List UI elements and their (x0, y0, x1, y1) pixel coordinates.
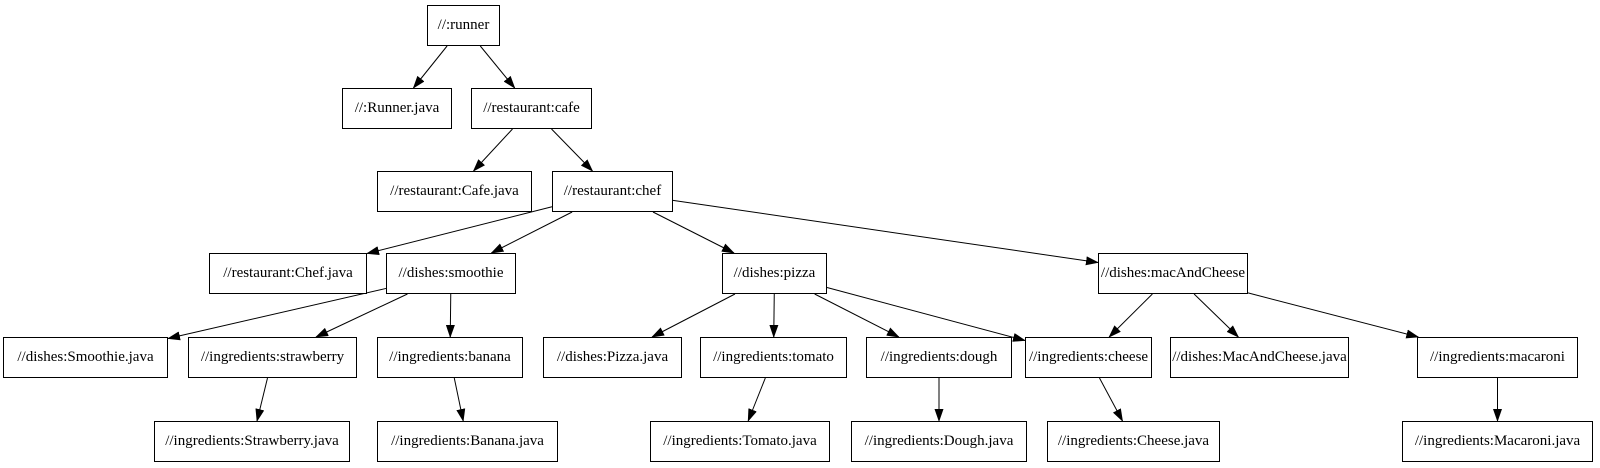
edge-pizza-to-pizza-java (651, 293, 736, 338)
node-cheese-java: //ingredients:Cheese.java (1047, 421, 1220, 462)
node-macaroni: //ingredients:macaroni (1417, 337, 1578, 378)
edge-smoothie-to-strawberry (315, 293, 408, 338)
edge-chef-to-mac-and-cheese (672, 199, 1099, 266)
node-smoothie-java: //dishes:Smoothie.java (3, 337, 168, 378)
edge-pizza-to-dough (814, 293, 900, 338)
edge-cheese-to-cheese-java (1099, 377, 1123, 422)
node-runner-java: //:Runner.java (342, 88, 452, 129)
node-mac-and-cheese: //dishes:macAndCheese (1098, 253, 1248, 294)
edge-pizza-to-tomato (769, 293, 779, 338)
node-cafe: //restaurant:cafe (471, 88, 592, 129)
node-macaroni-java: //ingredients:Macaroni.java (1402, 421, 1593, 462)
edge-tomato-to-tomato-java (747, 377, 766, 422)
node-strawberry-java: //ingredients:Strawberry.java (154, 421, 350, 462)
node-chef-java: //restaurant:Chef.java (209, 253, 367, 294)
edge-cafe-to-chef (551, 128, 594, 172)
edge-pizza-to-cheese (826, 287, 1026, 342)
edge-runner-to-cafe (479, 45, 516, 89)
edge-strawberry-to-strawberry-java (255, 377, 268, 422)
edge-smoothie-to-smoothie-java (167, 287, 387, 341)
node-smoothie: //dishes:smoothie (386, 253, 516, 294)
node-cheese: //ingredients:cheese (1025, 337, 1152, 378)
node-dough-java: //ingredients:Dough.java (851, 421, 1027, 462)
node-tomato-java: //ingredients:Tomato.java (650, 421, 830, 462)
node-chef: //restaurant:chef (552, 171, 673, 212)
edge-chef-to-chef-java (366, 206, 553, 255)
edge-mac-and-cheese-to-cheese (1108, 293, 1153, 338)
edge-runner-to-runner-java (412, 45, 448, 89)
edge-smoothie-to-banana (445, 293, 455, 338)
edge-cafe-to-cafe-java (472, 128, 513, 172)
node-banana: //ingredients:banana (377, 337, 523, 378)
node-cafe-java: //restaurant:Cafe.java (377, 171, 532, 212)
edge-chef-to-pizza (652, 211, 735, 254)
node-banana-java: //ingredients:Banana.java (377, 421, 558, 462)
edge-chef-to-smoothie (490, 211, 573, 254)
node-mac-and-cheese-java: //dishes:MacAndCheese.java (1170, 337, 1349, 378)
node-dough: //ingredients:dough (866, 337, 1012, 378)
node-runner: //:runner (427, 5, 500, 46)
node-tomato: //ingredients:tomato (700, 337, 847, 378)
edge-mac-and-cheese-to-macaroni (1247, 292, 1420, 339)
edge-mac-and-cheese-to-mac-and-cheese-java (1193, 293, 1240, 338)
node-strawberry: //ingredients:strawberry (188, 337, 357, 378)
edge-banana-to-banana-java (453, 377, 466, 422)
node-pizza: //dishes:pizza (722, 253, 827, 294)
node-pizza-java: //dishes:Pizza.java (543, 337, 682, 378)
